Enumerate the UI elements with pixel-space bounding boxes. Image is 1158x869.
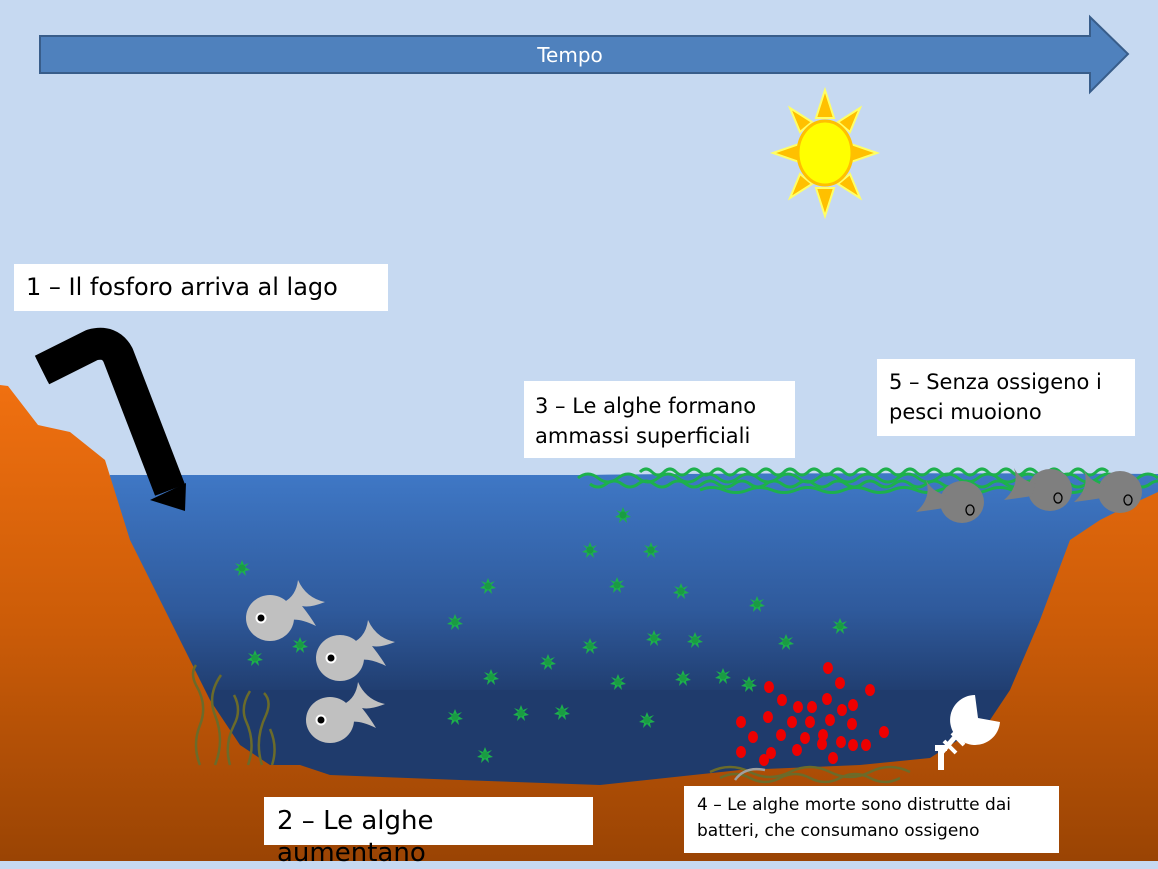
bacteria-icon — [787, 716, 797, 728]
bacteria-icon — [748, 731, 758, 743]
bacteria-icon — [805, 716, 815, 728]
step3-label: 3 – Le alghe formano ammassi superficial… — [524, 381, 795, 458]
bacteria-icon — [807, 701, 817, 713]
phosphorus-arrow-icon — [34, 327, 186, 511]
bacteria-icon — [759, 754, 769, 766]
bacteria-icon — [836, 736, 846, 748]
bacteria-icon — [828, 752, 838, 764]
bacteria-icon — [776, 729, 786, 741]
bacteria-icon — [847, 718, 857, 730]
bacteria-icon — [817, 738, 827, 750]
step4-text-line1: 4 – Le alghe morte sono distrutte dai — [697, 795, 1011, 815]
step5-text-line2: pesci muoiono — [889, 400, 1042, 424]
bacteria-icon — [837, 704, 847, 716]
bacteria-icon — [736, 716, 746, 728]
bacteria-group — [736, 662, 889, 766]
bacteria-icon — [793, 701, 803, 713]
bacteria-icon — [736, 746, 746, 758]
bacteria-icon — [800, 732, 810, 744]
step5-text-line1: 5 – Senza ossigeno i — [889, 370, 1102, 394]
time-arrow-label: Tempo — [537, 43, 603, 67]
bottom-debris — [709, 765, 911, 784]
sun-icon — [769, 86, 881, 220]
seaweed-icon — [191, 664, 276, 766]
bacteria-icon — [777, 694, 787, 706]
bacteria-icon — [879, 726, 889, 738]
step5-label: 5 – Senza ossigeno i pesci muoiono — [877, 359, 1135, 436]
bacteria-icon — [766, 747, 776, 759]
step3-text-line2: ammassi superficiali — [535, 424, 751, 448]
step3-text-line1: 3 – Le alghe formano — [535, 394, 757, 418]
bacteria-icon — [861, 739, 871, 751]
step4-text-line2: batteri, che consumano ossigeno — [697, 821, 980, 841]
bacteria-icon — [818, 729, 828, 741]
time-arrow — [39, 14, 1130, 95]
bacteria-icon — [763, 711, 773, 723]
bacteria-icon — [848, 739, 858, 751]
bacteria-icon — [764, 681, 774, 693]
step2-text: 2 – Le alghe aumentano — [277, 806, 434, 868]
bacteria-icon — [865, 684, 875, 696]
lake-water — [100, 473, 1158, 700]
bacteria-icon — [825, 714, 835, 726]
bacteria-icon — [835, 677, 845, 689]
bacteria-icon — [822, 693, 832, 705]
fish-skeleton-icon — [935, 695, 1000, 770]
step1-text: 1 – Il fosforo arriva al lago — [26, 273, 338, 301]
bacteria-icon — [792, 744, 802, 756]
bacteria-icon — [848, 699, 858, 711]
step2-label: 2 – Le alghe aumentano — [264, 797, 593, 868]
step4-label: 4 – Le alghe morte sono distrutte dai ba… — [684, 786, 1059, 853]
bacteria-icon — [823, 662, 833, 674]
step1-label: 1 – Il fosforo arriva al lago — [14, 264, 388, 311]
